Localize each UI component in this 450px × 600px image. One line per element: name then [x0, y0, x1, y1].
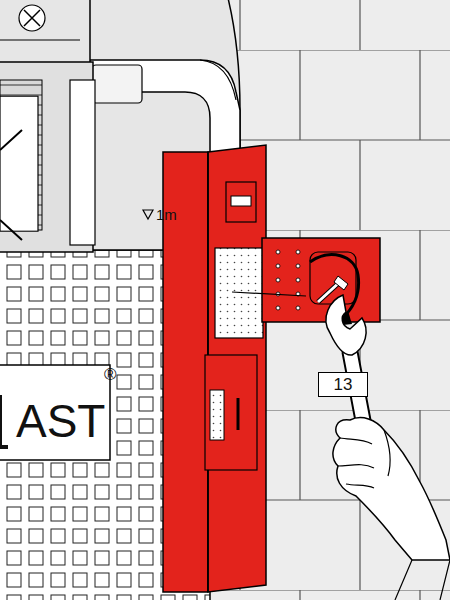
brand-logo: AST — [16, 398, 105, 444]
registered-mark: ® — [104, 366, 117, 383]
size-number: 13 — [334, 376, 353, 393]
wrench-size-box: 13 — [318, 372, 368, 397]
water-level-mark: 1m — [156, 207, 177, 222]
